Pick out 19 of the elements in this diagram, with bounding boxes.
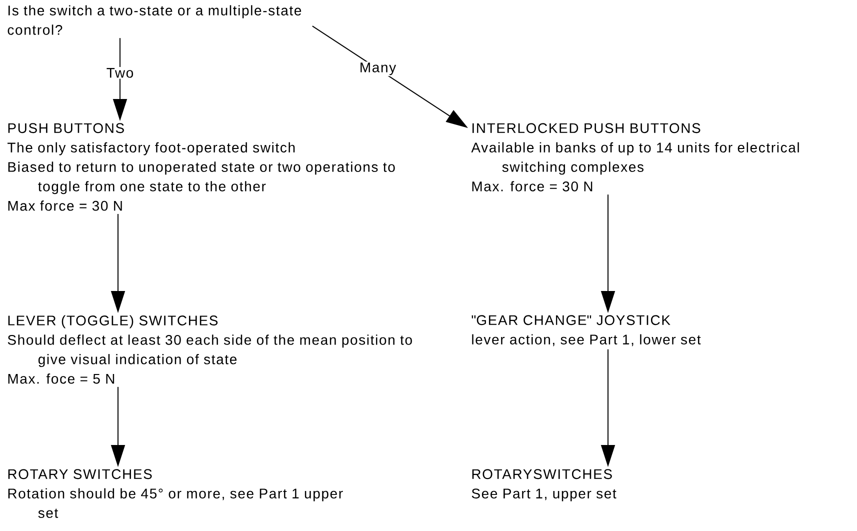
- note-text: Is the switch a two-state or a multiple-state control?: [8, 5, 302, 35]
- note-text: Rotation should be 45° or more, see Part 1 upper set: [8, 488, 343, 518]
- heading: LEVER (TOGGLE) SWITCHES: [8, 315, 218, 328]
- note-text: Biased to return to unoperated state or two operations to toggle from one state to the other: [8, 162, 395, 194]
- note-text: Max force = 30 N: [8, 200, 122, 211]
- edge-label: Two: [106, 68, 134, 78]
- note-text: Should deflect at least 30 each side of the mean position to give visual indication of state: [8, 334, 412, 368]
- note-text: Max. foce = 5 N: [8, 373, 114, 384]
- note-text: The only satisfactory foot-operated switch: [8, 142, 295, 156]
- heading: PUSH BUTTONS: [8, 123, 124, 134]
- heading: ROTARY SWITCHES: [8, 469, 152, 480]
- note-text: Available in banks of up to 14 units for electrical switching complexes: [471, 142, 799, 175]
- note-text: lever action, see Part 1, lower set: [472, 334, 701, 346]
- note-text: See Part 1, upper set: [472, 488, 616, 502]
- note-text: Max. force = 30 N: [472, 181, 592, 192]
- heading: INTERLOCKED PUSH BUTTONS: [472, 123, 700, 134]
- heading: "GEAR CHANGE" JOYSTICK: [472, 315, 670, 326]
- edge-label: Many: [360, 62, 396, 76]
- heading: ROTARYSWITCHES: [472, 469, 612, 480]
